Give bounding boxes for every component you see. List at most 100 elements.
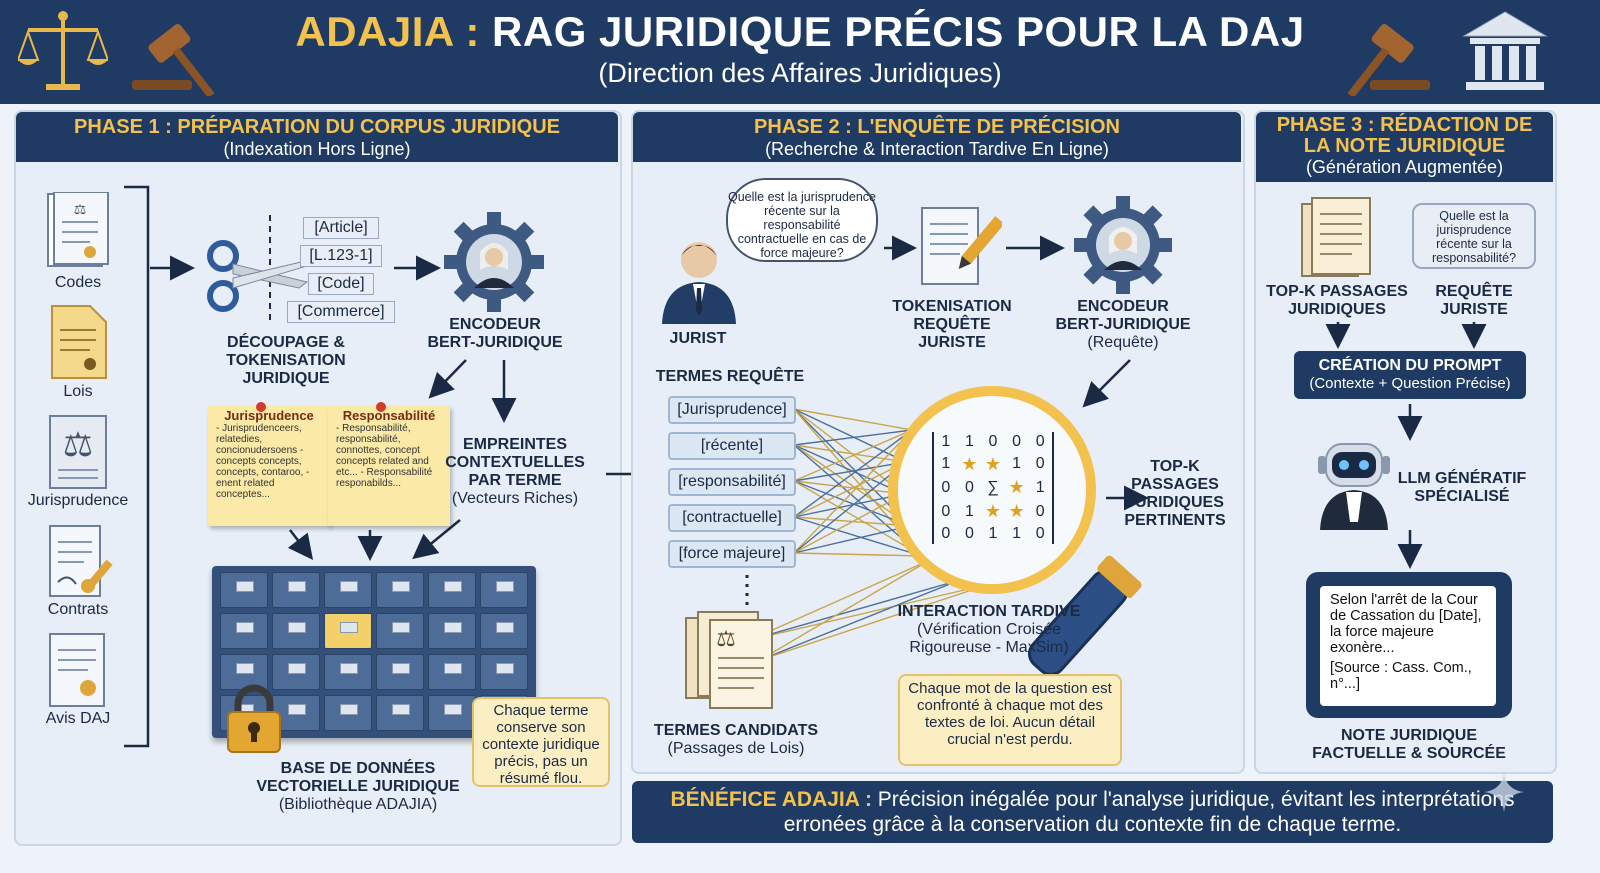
pin-icon: [376, 402, 386, 412]
query-term: [responsabilité]: [668, 468, 796, 496]
pin-icon: [256, 402, 266, 412]
matrix-cell: 1: [1012, 455, 1022, 473]
cabinet-drawer: [324, 695, 372, 731]
cabinet-drawer: [376, 572, 424, 608]
cabinet-drawer: [428, 572, 476, 608]
avis-daj-doc-icon: [49, 633, 105, 707]
gavel-icon: [132, 23, 215, 96]
note-responsabilite: Responsabilité- Responsabilité, responsa…: [328, 406, 450, 526]
note-jurisprudence: Jurisprudence- Jurisprudenceers, related…: [208, 406, 330, 526]
matrix-cell: 0: [1035, 433, 1045, 451]
matrix-cell: 0: [941, 478, 951, 496]
matrix-cell: 1: [964, 502, 974, 520]
benefit-text-2: erronées grâce à la conservation du cont…: [783, 813, 1402, 836]
matrix-cell: 0: [941, 502, 951, 520]
interaction-title: INTERACTION TARDIVE: [897, 603, 1081, 620]
scissors-icon: [207, 240, 309, 312]
cabinet-drawer: [376, 695, 424, 731]
matrix-cell: 1: [941, 455, 951, 473]
scales-icon: [18, 11, 108, 90]
cabinet-drawer: [428, 654, 476, 690]
query-term: [récente]: [668, 432, 796, 460]
padlock-icon: [227, 684, 281, 753]
cabinet-drawer: [272, 613, 320, 649]
benefit-label: BÉNÉFICE ADAJIA :: [670, 788, 872, 811]
matrix-cell: 1: [1035, 478, 1045, 496]
magnifier-icon: [888, 386, 1142, 676]
benefit-banner: BÉNÉFICE ADAJIA : Précision inégalée pou…: [632, 781, 1553, 843]
phase3-question-bubble: Quelle est la jurisprudence récente sur …: [1412, 203, 1536, 269]
jurisprudence-doc-icon: ⚖: [49, 415, 107, 489]
courthouse-icon: [1462, 11, 1548, 90]
matrix-cell: ★: [984, 501, 1002, 522]
matrix-cell: 1: [941, 433, 951, 451]
matrix-cell: 0: [1035, 524, 1045, 542]
note-text: Selon l'arrêt de la Cour de Cassation du…: [1330, 592, 1482, 656]
cabinet-drawer: [324, 654, 372, 690]
cabinet-drawer: [480, 572, 528, 608]
codes-doc-icon: ⚖: [47, 192, 109, 267]
matrix-cell: 1: [1012, 524, 1022, 542]
matrix-cell: ★: [1008, 477, 1025, 498]
phase3-subtitle: (Génération Augmentée): [1305, 157, 1504, 177]
phase1-subtitle: (Indexation Hors Ligne): [223, 139, 411, 159]
phase2-title: PHASE 2 : L'ENQUÊTE DE PRÉCISION: [754, 116, 1120, 138]
cabinet-drawer: [220, 654, 268, 690]
query-term: [contractuelle]: [668, 504, 796, 532]
cabinet-drawers: [220, 572, 530, 734]
source-avis-daj-label: Avis DAJ: [45, 710, 111, 727]
candidate-docs-icon: ⚖: [685, 611, 773, 709]
sparkle-icon: [1484, 772, 1524, 812]
gavel-icon: [1347, 23, 1430, 96]
cabinet-drawer: [428, 613, 476, 649]
page-title: ADAJIA : RAG JURIDIQUE PRÉCIS POUR LA DA…: [295, 8, 1305, 55]
phase2-callout: Chaque mot de la question est confronté …: [898, 674, 1122, 766]
contrats-doc-icon: [49, 525, 113, 597]
cabinet-drawer: [324, 613, 372, 649]
cabinet-drawer: [376, 654, 424, 690]
topk-docs-icon: [1301, 197, 1371, 277]
cabinet-drawer: [480, 613, 528, 649]
cabinet-drawer: [376, 613, 424, 649]
cabinet-drawer: [272, 654, 320, 690]
cabinet-drawer: [324, 572, 372, 608]
query-term: [force majeure]: [668, 540, 796, 568]
matrix-cell: ∑: [987, 478, 999, 496]
svg-text:⚖: ⚖: [63, 426, 93, 464]
benefit-text: Précision inégalée pour l'analyse juridi…: [871, 788, 1515, 811]
matrix-cell: 0: [1012, 433, 1022, 451]
svg-text:⚖: ⚖: [716, 626, 736, 651]
cabinet-drawer: [220, 613, 268, 649]
matrix-cell: 0: [964, 478, 974, 496]
tag-article: [Article]: [303, 217, 379, 239]
matrix-cell: 1: [988, 524, 998, 542]
matrix-cell: 0: [1035, 455, 1045, 473]
source-contrats-label: Contrats: [47, 601, 109, 618]
query-terms-list: [Jurisprudence] [récente] [responsabilité]…: [668, 396, 796, 576]
phase1-header: PHASE 1 : PRÉPARATION DU CORPUS JURIDIQU…: [16, 112, 618, 162]
cabinet-drawer: [220, 572, 268, 608]
matrix-cell: 1: [964, 433, 974, 451]
matrix-cell: 0: [941, 524, 951, 542]
tag-l123: [L.123-1]: [300, 245, 382, 267]
jurist-avatar: [662, 242, 736, 324]
source-jurisprudence-label: Jurisprudence: [27, 492, 129, 509]
query-terms-title: TERMES REQUÊTE: [655, 368, 805, 385]
lois-doc-icon: [51, 305, 107, 379]
query-term: [Jurisprudence]: [668, 396, 796, 424]
matrix-cell: 0: [1035, 502, 1045, 520]
cabinet-drawer: [272, 572, 320, 608]
